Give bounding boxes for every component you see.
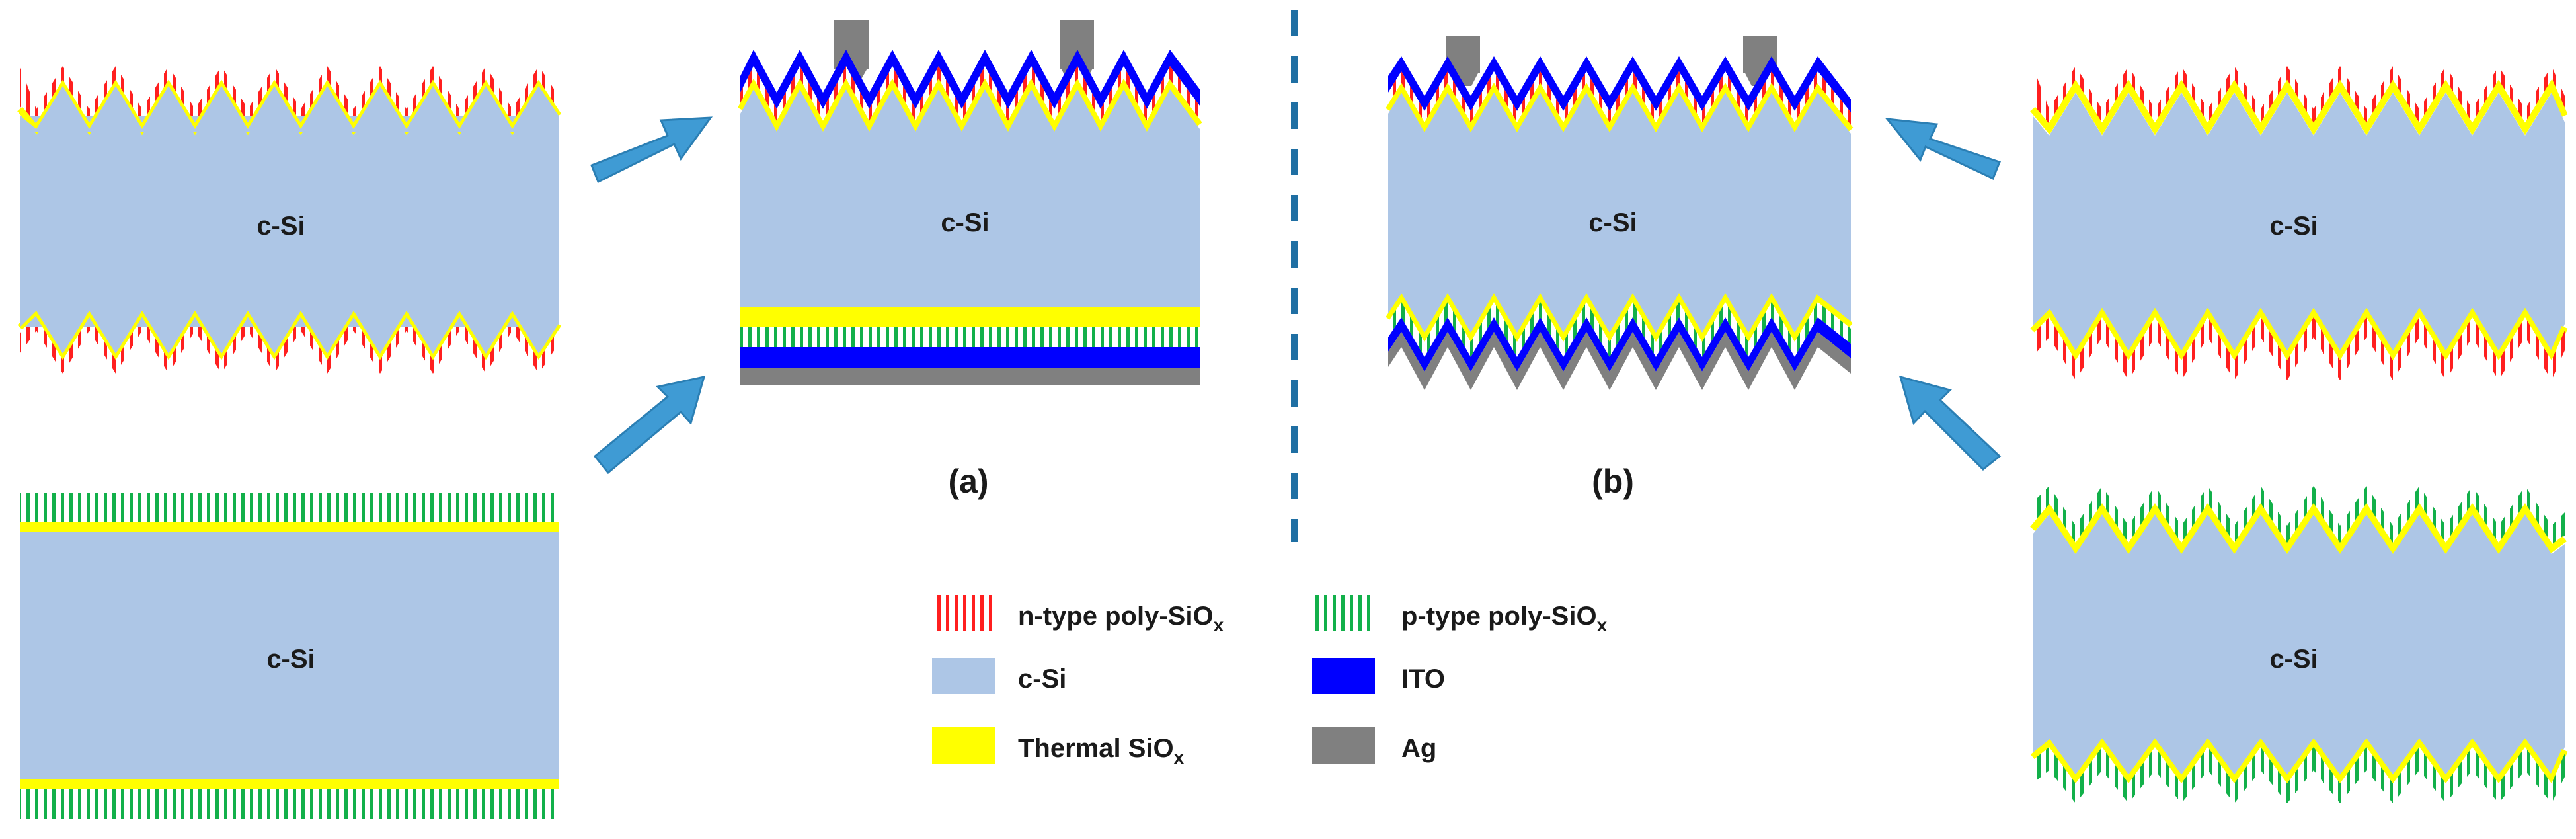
legend-label-thermal: Thermal SiOx bbox=[1018, 734, 1185, 768]
n-type-layer-top bbox=[20, 66, 559, 129]
arrow-icon bbox=[1885, 118, 2001, 180]
p-type-layer-bottom bbox=[20, 789, 559, 819]
thermal-siox-top bbox=[738, 78, 1202, 134]
p-type-layer-top bbox=[2033, 486, 2565, 545]
legend-swatch-ag bbox=[1312, 727, 1375, 764]
ag-layer-rear bbox=[1388, 332, 1851, 390]
legend-swatch-ito bbox=[1312, 658, 1375, 694]
panel-label-b: (b) bbox=[1592, 463, 1634, 500]
thermal-siox-bottom bbox=[2030, 738, 2568, 787]
n-type-layer-top bbox=[740, 66, 1200, 126]
csi-label: c-Si bbox=[266, 645, 315, 674]
legend-label-p-type: p-type poly-SiOx bbox=[1401, 602, 1608, 635]
p-type-layer-top bbox=[20, 493, 559, 524]
legend-swatch-thermal bbox=[932, 727, 995, 764]
arrow-icon bbox=[593, 376, 706, 475]
csi-label: c-Si bbox=[2269, 212, 2318, 241]
thermal-siox-top bbox=[1386, 83, 1854, 134]
arrow-icon bbox=[590, 116, 713, 184]
csi-label: c-Si bbox=[1588, 208, 1637, 237]
csi-label: c-Si bbox=[941, 208, 989, 237]
device-b: c-Si (b) bbox=[1386, 36, 1854, 500]
ag-layer-rear bbox=[740, 368, 1200, 385]
p-type-layer-bottom bbox=[2033, 747, 2565, 803]
wafer-top-left: c-Si bbox=[17, 66, 562, 374]
n-type-layer-bottom bbox=[20, 311, 559, 374]
p-type-layer-rear bbox=[740, 327, 1200, 347]
n-type-layer-top bbox=[2033, 66, 2565, 129]
n-type-layer-bottom bbox=[2033, 317, 2565, 380]
legend-swatch-n-type bbox=[932, 595, 995, 631]
legend-label-ito: ITO bbox=[1401, 664, 1445, 694]
legend-swatch-csi bbox=[932, 658, 995, 694]
csi-label: c-Si bbox=[256, 212, 305, 241]
ito-layer-rear bbox=[740, 347, 1200, 368]
wafer-bottom-left: c-Si bbox=[20, 493, 559, 819]
thermal-siox-rear bbox=[740, 307, 1200, 327]
thermal-siox-rear bbox=[1386, 293, 1853, 344]
thermal-siox-bottom bbox=[20, 779, 559, 789]
legend-label-csi: c-Si bbox=[1018, 664, 1066, 694]
ito-layer-top bbox=[740, 50, 1200, 109]
panel-label-a: (a) bbox=[948, 463, 988, 500]
wafer-bottom-right: c-Si bbox=[2030, 486, 2568, 803]
legend-label-ag: Ag bbox=[1401, 734, 1436, 763]
legend-swatch-p-type bbox=[1312, 595, 1375, 631]
csi-label: c-Si bbox=[2269, 645, 2318, 674]
thermal-siox-top bbox=[20, 522, 559, 532]
n-type-layer-top bbox=[1388, 71, 1851, 127]
legend: n-type poly-SiOx c-Si Thermal SiOx p-typ… bbox=[932, 595, 1608, 768]
device-a: c-Si (a) bbox=[738, 20, 1202, 500]
legend-label-n-type: n-type poly-SiOx bbox=[1018, 602, 1224, 635]
thermal-siox-top bbox=[2030, 502, 2567, 555]
p-type-layer-rear bbox=[1388, 302, 1851, 357]
ito-layer-top bbox=[1388, 56, 1851, 112]
csi-substrate bbox=[20, 532, 559, 779]
arrow-icon bbox=[1898, 375, 2002, 471]
thermal-siox-bottom bbox=[2030, 307, 2568, 364]
thermal-siox-top bbox=[2030, 79, 2568, 136]
wafer-top-right: c-Si bbox=[2030, 66, 2568, 380]
ito-layer-rear bbox=[1388, 317, 1851, 372]
